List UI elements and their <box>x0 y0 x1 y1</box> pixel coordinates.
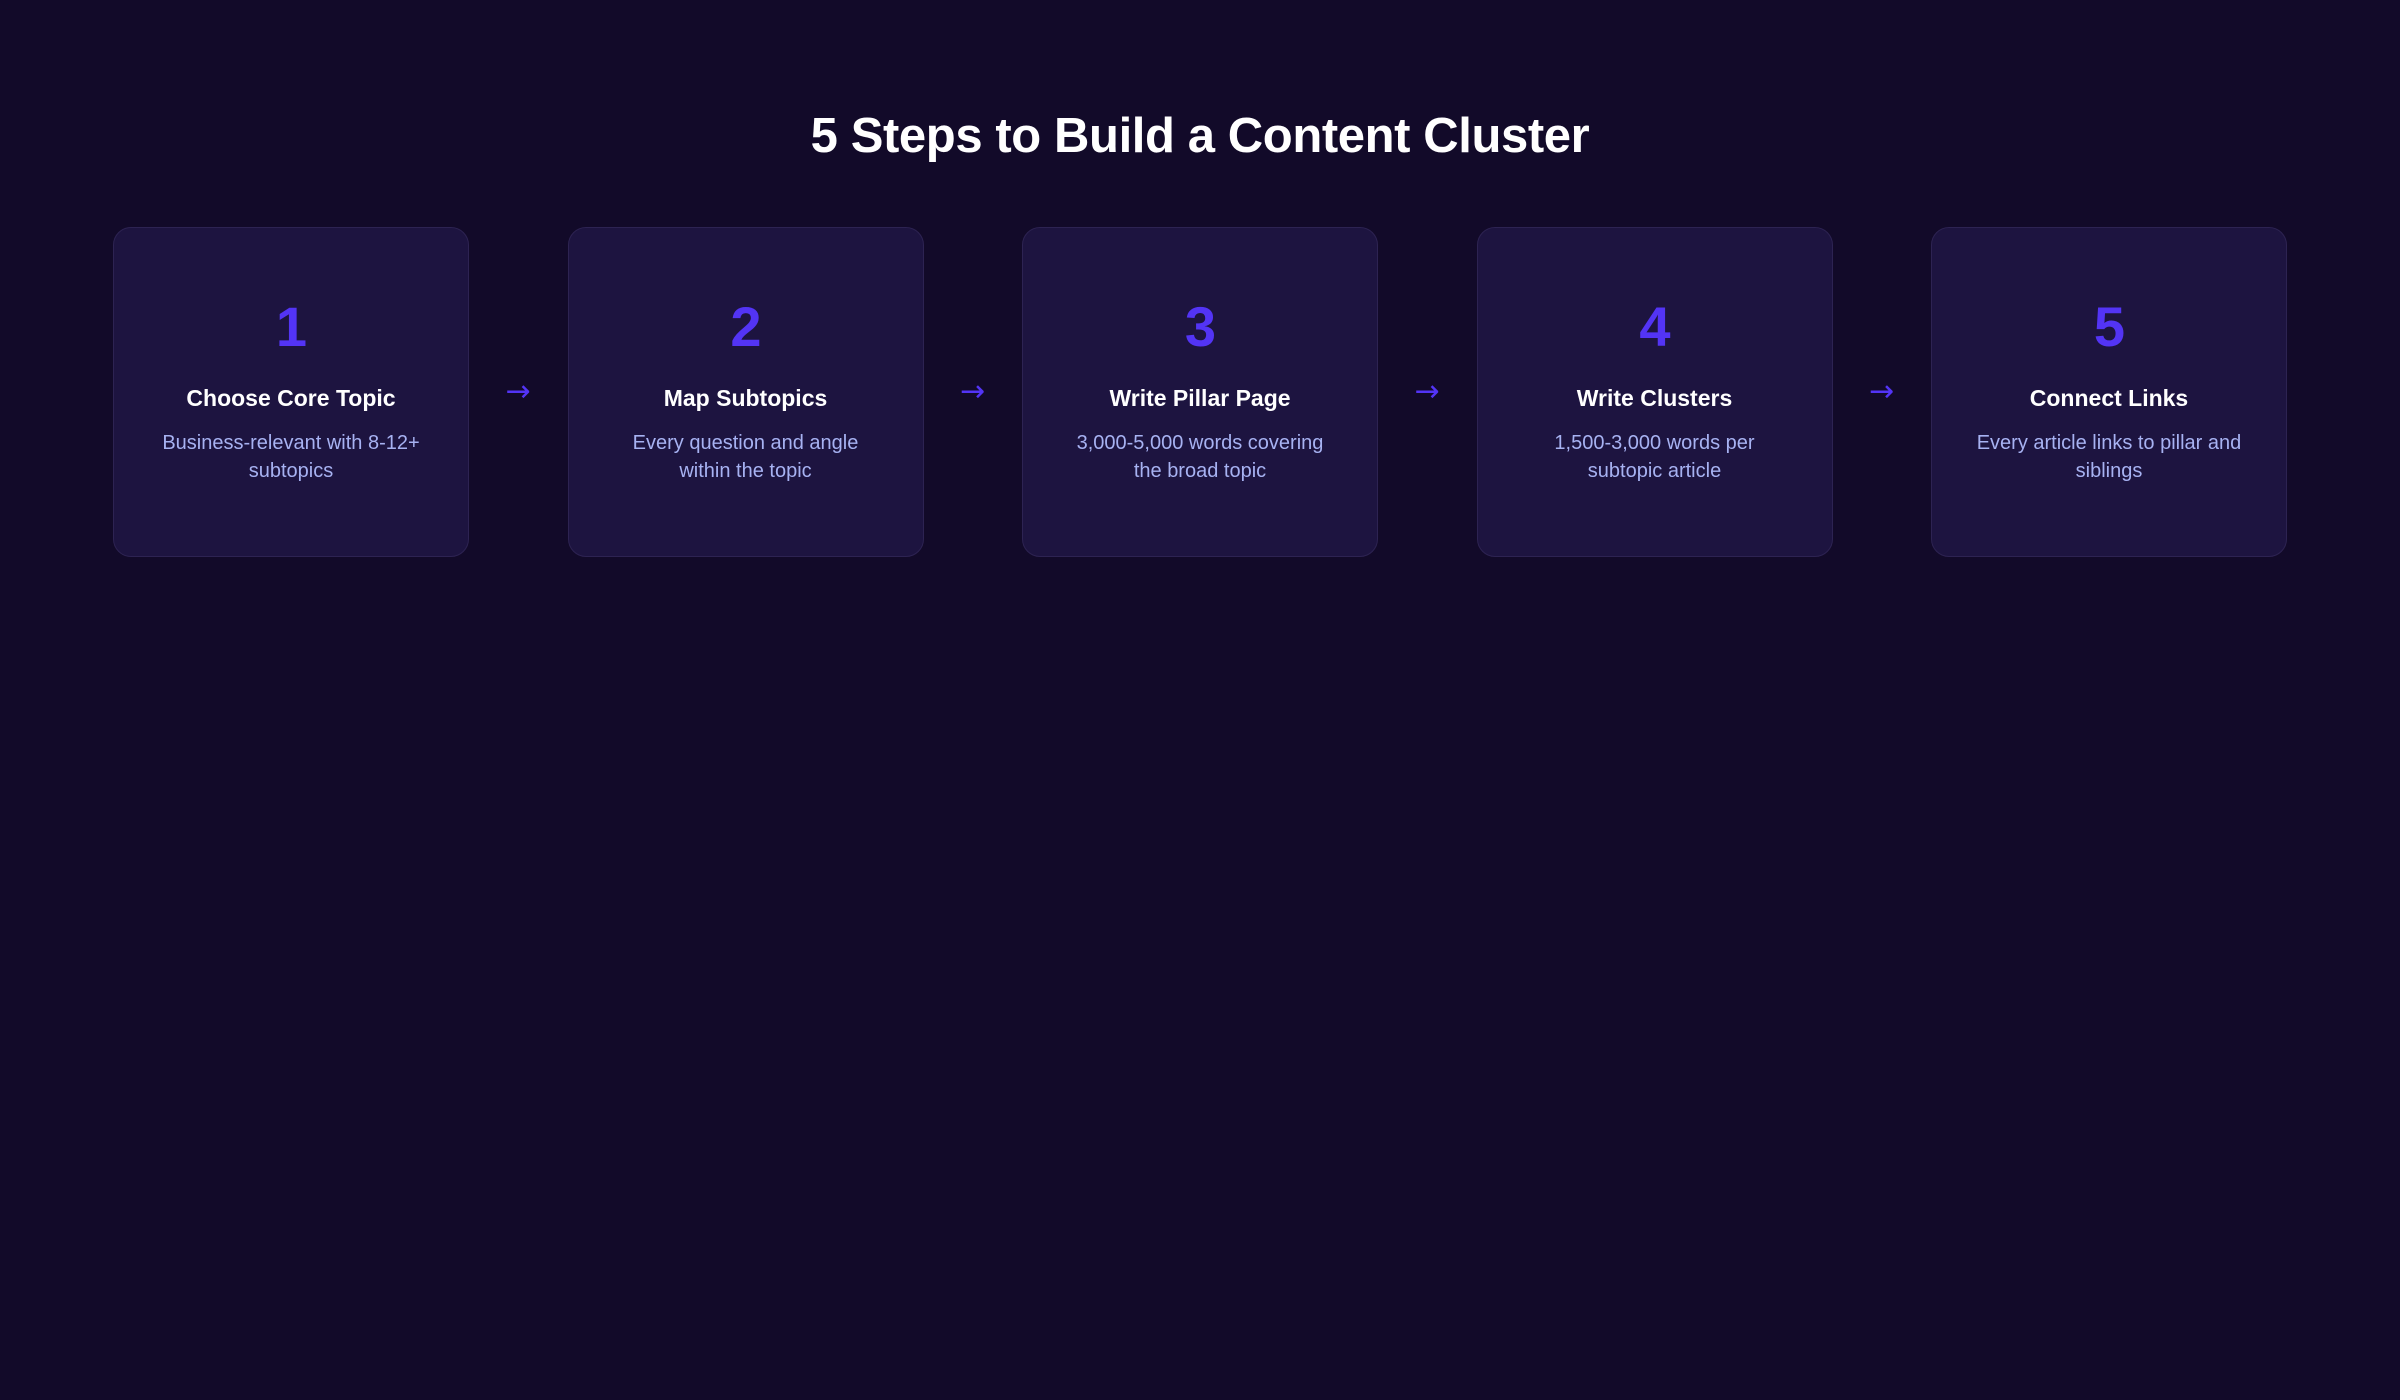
step-description-2: Every question and angle within the topi… <box>632 432 859 482</box>
step-number-3: 3 <box>1184 294 1216 358</box>
arrow-right-icon: → <box>960 374 986 409</box>
step-title-4: Write Clusters <box>1576 384 1733 411</box>
step-number-5: 5 <box>2093 294 2125 358</box>
step-description-5: Every article links to pillar and siblin… <box>1976 432 2242 482</box>
step-title-5: Connect Links <box>2029 384 2189 411</box>
step-card-3[interactable]: 3 Write Pillar Page 3,000-5,000 words co… <box>1022 227 1378 557</box>
page-title: 5 Steps to Build a Content Cluster <box>810 109 1590 163</box>
step-title-1: Choose Core Topic <box>186 384 396 411</box>
step-card-4[interactable]: 4 Write Clusters 1,500-3,000 words per s… <box>1476 227 1833 557</box>
arrow-right-icon: → <box>1869 374 1895 409</box>
step-description-4: 1,500-3,000 words per subtopic article <box>1554 432 1755 482</box>
step-card-5[interactable]: 5 Connect Links Every article links to p… <box>1931 227 2287 557</box>
step-card-2[interactable]: 2 Map Subtopics Every question and angle… <box>567 227 924 557</box>
step-number-2: 2 <box>730 294 761 358</box>
step-number-1: 1 <box>275 294 307 358</box>
arrow-right-icon: → <box>505 374 531 409</box>
step-card-1[interactable]: 1 Choose Core Topic Business-relevant wi… <box>113 227 469 557</box>
step-title-3: Write Pillar Page <box>1109 384 1291 411</box>
step-description-3: 3,000-5,000 words covering the broad top… <box>1076 432 1324 482</box>
steps-flow: 1 Choose Core Topic Business-relevant wi… <box>113 227 2287 557</box>
step-description-1: Business-relevant with 8-12+ subtopics <box>162 432 420 482</box>
step-title-2: Map Subtopics <box>663 384 828 411</box>
arrow-right-icon: → <box>1414 374 1440 409</box>
step-number-4: 4 <box>1639 294 1670 358</box>
